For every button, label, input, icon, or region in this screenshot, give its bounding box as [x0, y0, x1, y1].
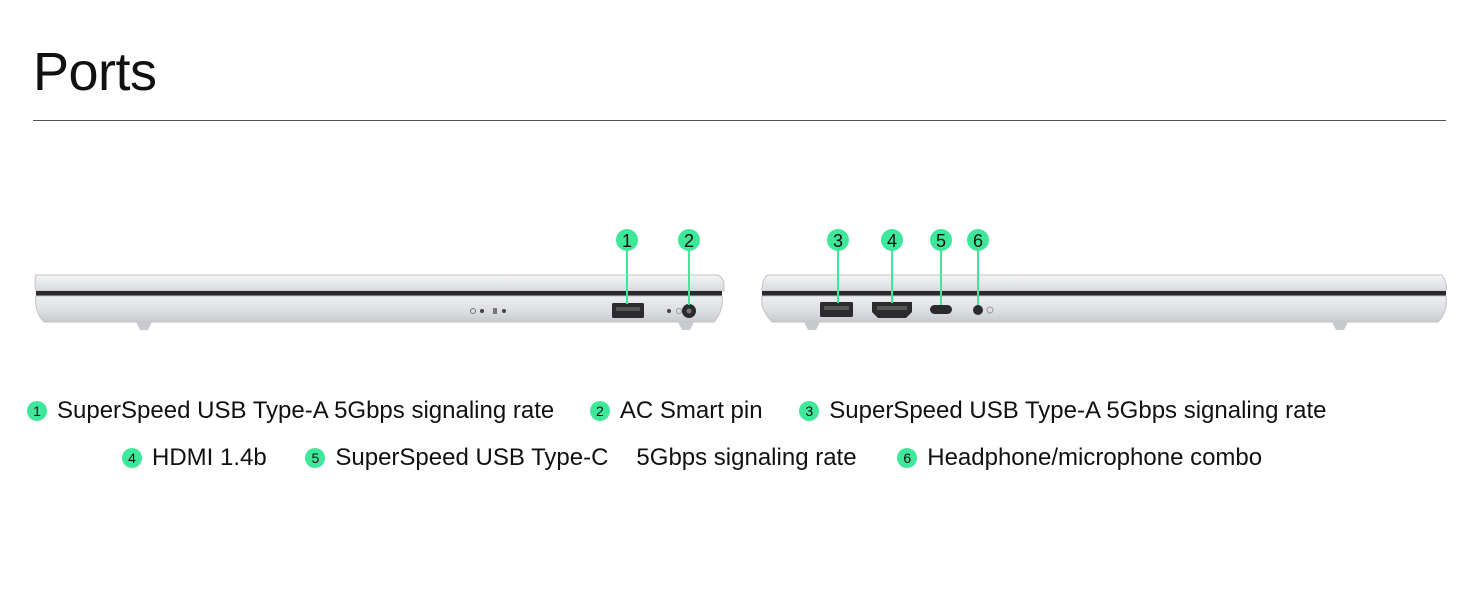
callout-4: 4 — [881, 229, 903, 303]
callout-1: 1 — [616, 229, 638, 304]
legend-label: AC Smart pin — [619, 397, 763, 424]
number-badge: 1 — [27, 401, 47, 421]
legend-label: HDMI 1.4b — [152, 444, 267, 471]
legend-label: Headphone/microphone combo — [927, 444, 1263, 471]
number-badge: 3 — [799, 401, 820, 421]
legend-item-4: 4 HDMI 1.4b — [122, 443, 267, 473]
legend-label: SuperSpeed USB Type-C — [335, 444, 609, 471]
number-badge: 2 — [589, 401, 610, 421]
number-badge: 5 — [305, 448, 326, 468]
callout-2: 2 — [678, 229, 700, 305]
callout-5: 5 — [930, 229, 952, 305]
legend-item-6: 6 Headphone/microphone combo — [897, 443, 1262, 473]
number-badge: 6 — [897, 448, 918, 468]
legend-row-1: 1 SuperSpeed USB Type-A 5Gbps signaling … — [27, 394, 1326, 426]
callout-number: 6 — [973, 231, 983, 251]
legend-item-2: 2 AC Smart pin — [589, 396, 763, 426]
callout-number: 5 — [936, 231, 946, 251]
ports-diagram: 1 2 3 4 5 6 — [34, 229, 1447, 330]
number-badge: 4 — [122, 448, 142, 468]
callout-number: 2 — [684, 231, 694, 251]
callout-3: 3 — [827, 229, 849, 303]
legend-item-5: 5 SuperSpeed USB Type-C 5Gbps signaling … — [305, 443, 857, 473]
legend-label: SuperSpeed USB Type-A 5Gbps signaling ra… — [57, 397, 555, 424]
title-divider — [33, 120, 1446, 121]
legend-label-extra: 5Gbps signaling rate — [636, 444, 857, 471]
callout-number: 3 — [833, 231, 843, 251]
page-title: Ports — [33, 42, 157, 102]
legend-item-3: 3 SuperSpeed USB Type-A 5Gbps signaling … — [799, 396, 1326, 426]
legend-item-1: 1 SuperSpeed USB Type-A 5Gbps signaling … — [27, 396, 554, 426]
legend-row-2: 4 HDMI 1.4b 5 SuperSpeed USB Type-C 5Gbp… — [122, 441, 1262, 473]
callout-number: 1 — [622, 231, 632, 251]
callout-number: 4 — [887, 231, 897, 251]
legend-label: SuperSpeed USB Type-A 5Gbps signaling ra… — [829, 397, 1327, 424]
callout-6: 6 — [967, 229, 989, 305]
laptop-right-side — [761, 274, 1447, 330]
laptop-left-side — [34, 274, 725, 330]
